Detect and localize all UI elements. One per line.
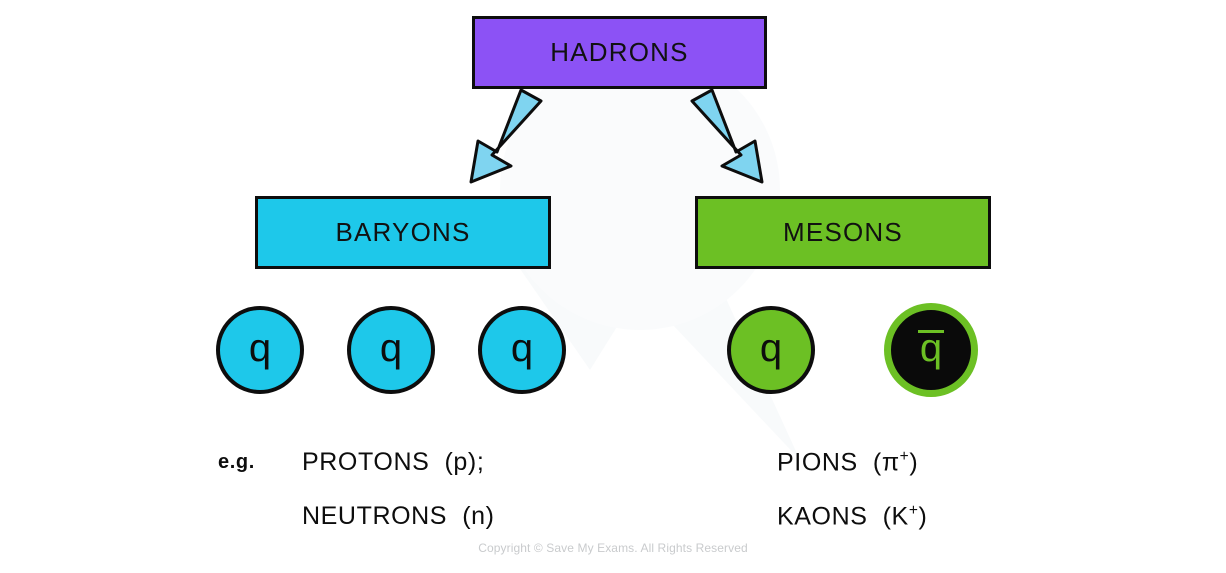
quark-symbol: q (759, 326, 783, 370)
meson-example-name: PIONS (777, 448, 858, 477)
baryon-quark-circle-3[interactable]: q (478, 306, 566, 394)
baryon-example-symbol: (p); (444, 448, 485, 476)
baryon-example-symbol: (n) (462, 502, 495, 530)
node-hadrons[interactable]: HADRONS (472, 16, 767, 89)
quark-symbol: q (248, 326, 272, 370)
baryon-example-protons: PROTONS (p); (302, 448, 484, 477)
arrow-hadrons-to-mesons (690, 88, 764, 184)
baryon-example-name: PROTONS (302, 448, 430, 476)
baryon-quark-circle-1[interactable]: q (216, 306, 304, 394)
meson-example-pions: PIONS (π+) (777, 448, 918, 477)
antiquark-symbol: q (917, 326, 945, 370)
quark-symbol: q (510, 326, 534, 370)
examples-prefix: e.g. (218, 451, 255, 473)
baryon-quark-circle-2[interactable]: q (347, 306, 435, 394)
meson-antiquark-circle[interactable]: q (884, 303, 978, 397)
node-mesons[interactable]: MESONS (695, 196, 991, 269)
copyright-notice: Copyright © Save My Exams. All Rights Re… (478, 541, 748, 555)
meson-example-charge: + (899, 448, 910, 465)
baryon-example-name: NEUTRONS (302, 502, 448, 530)
meson-example-kaons: KAONS (K+) (777, 502, 927, 531)
node-baryons[interactable]: BARYONS (255, 196, 551, 269)
meson-example-symbol-open: (π (872, 448, 900, 477)
baryon-example-neutrons: NEUTRONS (n) (302, 502, 495, 531)
quark-symbol: q (379, 326, 403, 370)
meson-example-charge: + (908, 502, 919, 519)
meson-example-symbol-close: ) (918, 502, 928, 531)
meson-example-name: KAONS (777, 502, 868, 531)
meson-example-symbol-open: (K (882, 502, 909, 531)
meson-example-symbol-close: ) (909, 448, 919, 477)
meson-quark-circle[interactable]: q (727, 306, 815, 394)
arrow-hadrons-to-baryons (469, 88, 543, 184)
